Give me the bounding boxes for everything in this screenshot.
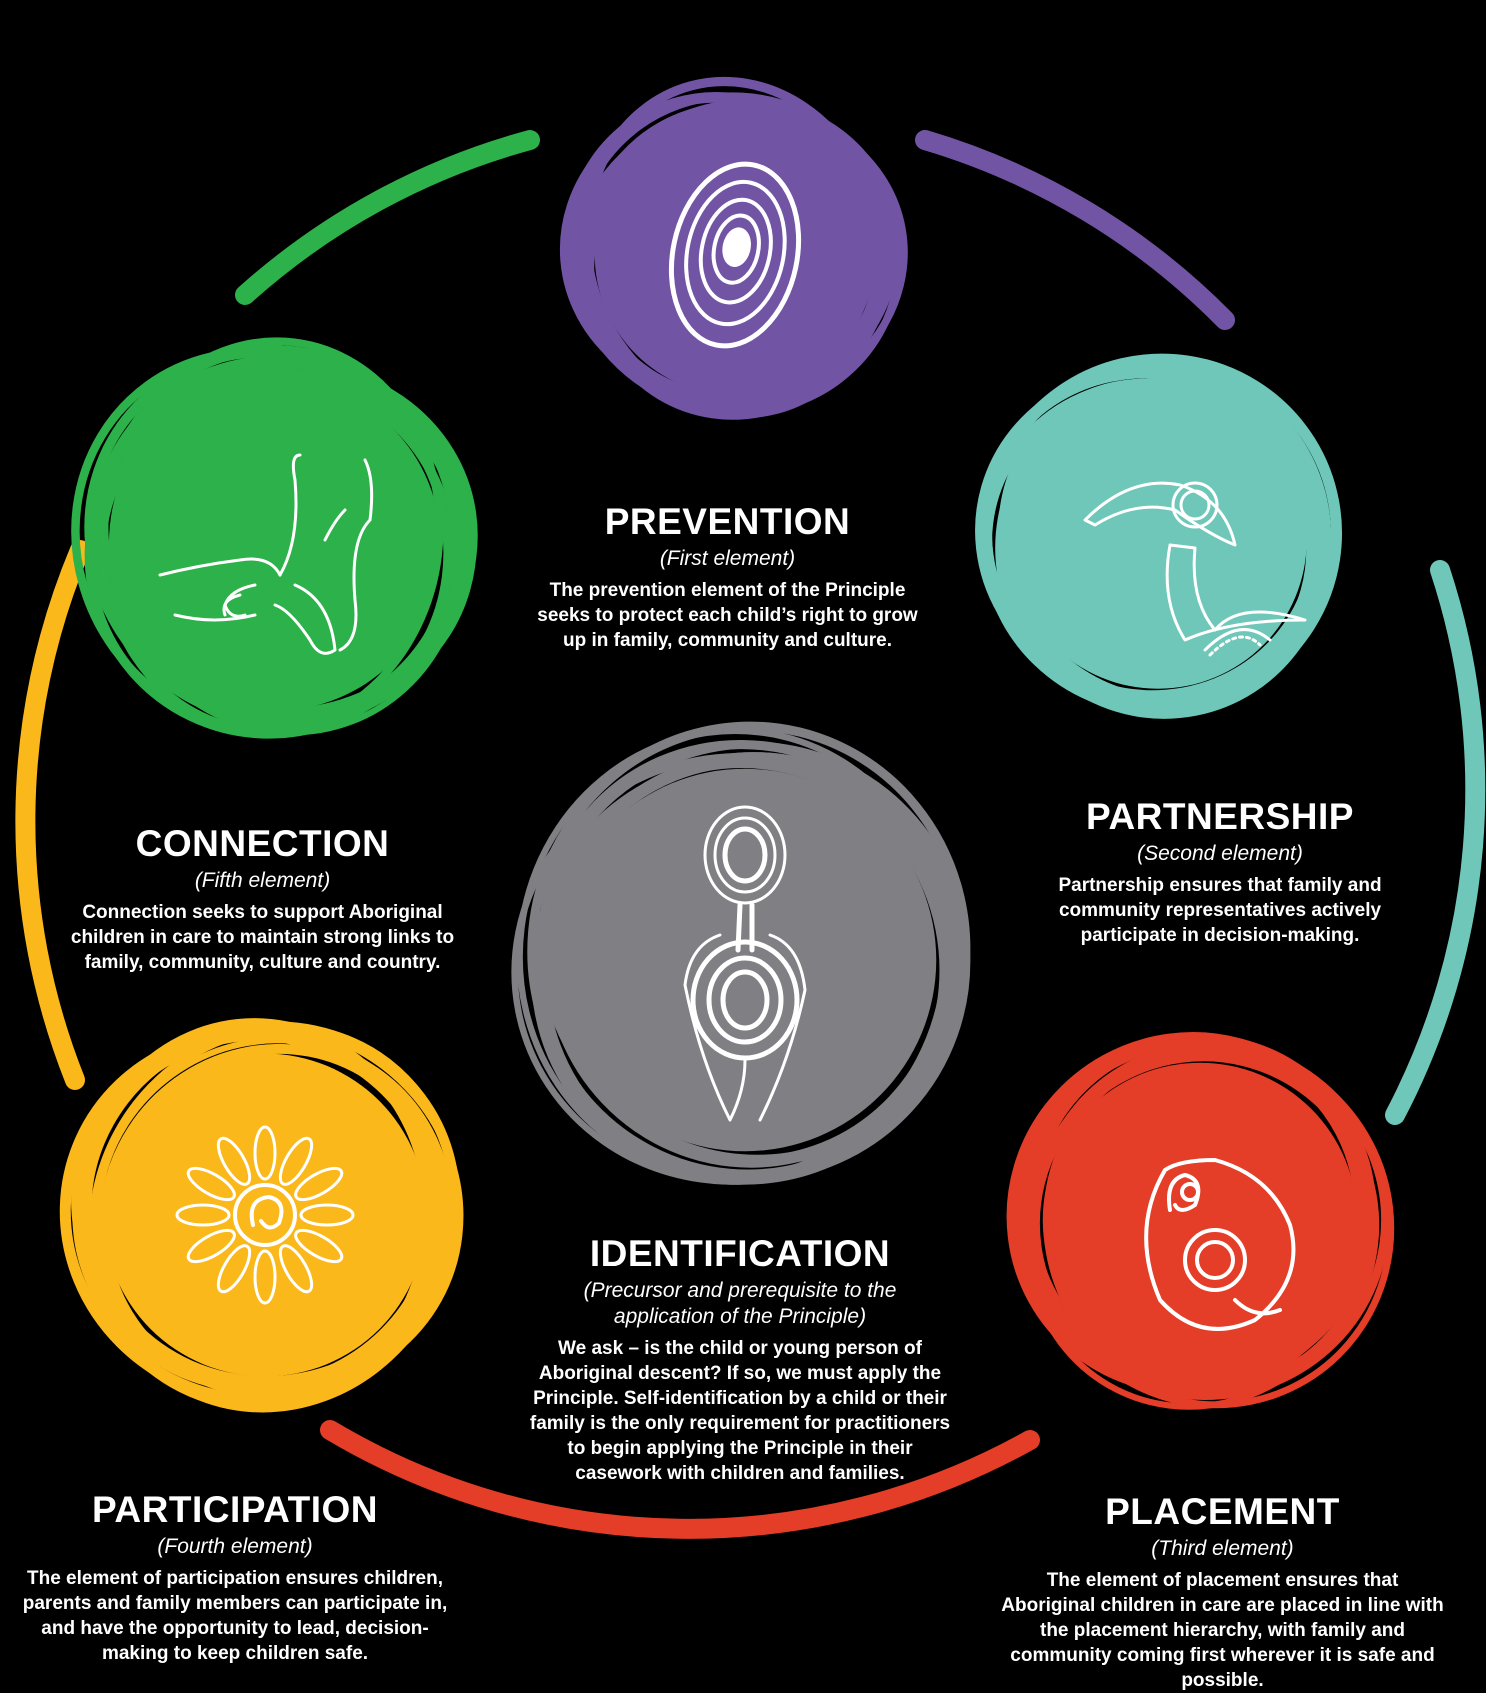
partnership-scribble-stroke [997,390,1317,710]
flower-sun-icon [233,1183,297,1247]
connection-block: CONNECTION (Fifth element) Connection se… [45,822,480,975]
holding-hands-icon [158,453,374,655]
participation-subtitle: (Fourth element) [157,1535,313,1558]
boomerang-icon [1083,481,1307,657]
flower-petal [294,1166,344,1202]
identification-title: IDENTIFICATION [589,1233,891,1274]
flower-petal [278,1136,314,1186]
connection-scribble-stroke [91,355,477,720]
flower-petal [175,1203,231,1227]
ring-arc-placement-participation [320,1420,1040,1539]
flower-petal [186,1166,236,1202]
prevention-block: PREVENTION (First element) The preventio… [495,500,960,653]
flower-petal [216,1136,252,1186]
ring-arc-connection-prevention [235,130,540,305]
identification-block: IDENTIFICATION (Precursor and prerequisi… [525,1232,955,1486]
prevention-title: PREVENTION [604,501,851,542]
partnership-circle [975,353,1343,719]
connection-subtitle: (Fifth element) [194,869,331,892]
partnership-title: PARTNERSHIP [1086,796,1354,837]
identification-scribble-stroke [535,741,971,1182]
ring-arc-partnership-placement [1385,560,1486,1125]
identification-description: We ask – is the child or young person of… [529,1338,951,1484]
partnership-block: PARTNERSHIP (Second element) Partnership… [1030,795,1410,948]
identification-subtitle: (Precursor and prerequisite to the appli… [583,1279,897,1328]
participation-circle-fill [103,1053,427,1377]
participation-block: PARTICIPATION (Fourth element) The eleme… [10,1488,460,1666]
identification-circle [511,721,971,1185]
connection-circle-fill [109,379,441,711]
identification-scribble-stroke [537,739,964,1166]
flower-petal [253,1249,277,1305]
partnership-scribble-stroke [981,378,1327,716]
flower-petal [216,1244,252,1294]
connection-circle [71,337,478,739]
flower-petal [253,1125,277,1181]
placement-title: PLACEMENT [1105,1491,1340,1532]
human-figure-icon [683,805,807,1122]
participation-scribble-stroke [71,1026,453,1389]
placement-subtitle: (Third element) [1151,1537,1294,1560]
placement-circle [1006,1032,1395,1410]
placement-description: The element of placement ensures that Ab… [1001,1570,1444,1691]
partnership-circle-fill [1009,391,1307,689]
outer-ring [15,130,1486,1539]
flower-petal [186,1228,236,1264]
connection-title: CONNECTION [135,823,390,864]
identification-scribble-stroke [516,727,949,1181]
flower-petal [294,1228,344,1264]
prevention-scribble-stroke [572,92,904,416]
placement-block: PLACEMENT (Third element) The element of… [1000,1490,1445,1693]
concentric-oval-icon [668,161,802,349]
participation-title: PARTICIPATION [91,1489,379,1530]
partnership-subtitle: (Second element) [1137,842,1303,865]
connection-scribble-stroke [96,369,466,725]
flower-petals [175,1125,355,1305]
mother-child-icon [1144,1158,1296,1331]
placement-scribble-stroke [1016,1037,1390,1400]
partnership-description: Partnership ensures that family and comm… [1058,875,1382,946]
ring-arc-participation-connection [15,540,90,1090]
participation-circle [59,1018,464,1413]
participation-description: The element of participation ensures chi… [22,1568,448,1664]
flower-petal [278,1244,314,1294]
prevention-description: The prevention element of the Principle … [537,580,918,651]
connection-description: Connection seeks to support Aboriginal c… [70,902,455,973]
prevention-subtitle: (First element) [659,547,796,570]
flower-petal [299,1203,355,1227]
ring-arc-prevention-partnership [915,130,1235,330]
